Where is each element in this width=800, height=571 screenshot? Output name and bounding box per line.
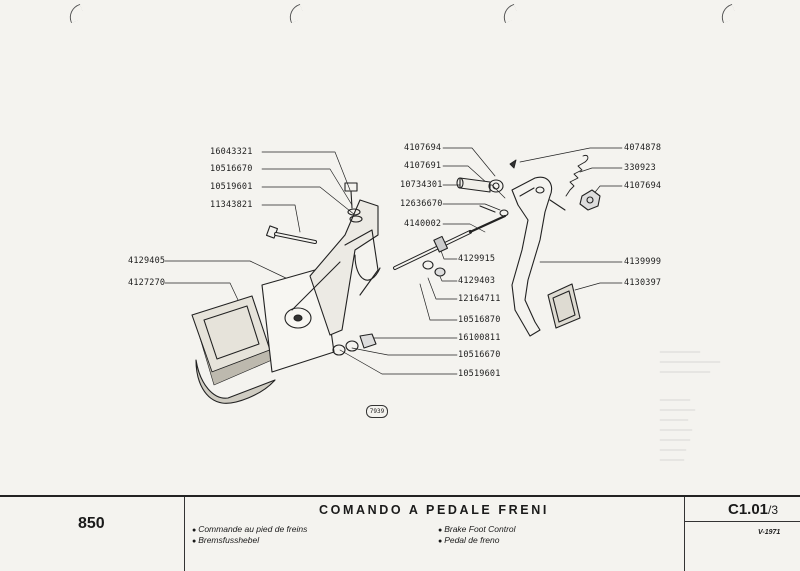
part-label: 4129915 [458, 254, 496, 264]
nut-right [579, 189, 601, 211]
bracket-assembly [261, 199, 381, 373]
title-cell: COMANDO A PEDALE FRENI Commande au pied … [184, 497, 685, 571]
part-label: 4140002 [404, 219, 442, 229]
pivot-bolt [265, 225, 317, 244]
section-title: COMANDO A PEDALE FRENI [319, 503, 549, 517]
part-label: 10516670 [210, 164, 253, 174]
bolt-top [344, 182, 363, 223]
part-label: 16100811 [458, 333, 501, 343]
reference-divider [684, 521, 800, 522]
part-label: 4127270 [128, 278, 166, 288]
subtitle-fr: Commande au pied de freins [192, 524, 307, 534]
model-number: 850 [78, 515, 105, 532]
part-label: 10519601 [458, 369, 501, 379]
part-label: 16043321 [210, 147, 253, 157]
pedal-rubber-pad-left [191, 295, 276, 404]
part-label: 4129403 [458, 276, 496, 286]
part-label: 4107691 [404, 161, 442, 171]
part-label: 4107694 [624, 181, 662, 191]
leader-lines [164, 147, 623, 375]
return-spring [509, 155, 589, 197]
pedal-pad-right [547, 283, 581, 329]
reference-sheet: 3 [771, 503, 779, 517]
part-label: 4129405 [128, 256, 166, 266]
part-label: 10734301 [400, 180, 443, 190]
part-label: 10516870 [458, 315, 501, 325]
nut-washer-stack [332, 333, 377, 356]
exploded-view-drawing [164, 147, 721, 461]
part-label: 4139999 [624, 257, 662, 267]
figure-number-badge: 7939 [366, 405, 388, 418]
part-label: 4107694 [404, 143, 442, 153]
part-label: 12164711 [458, 294, 501, 304]
subtitle-en: Brake Foot Control [438, 524, 515, 534]
part-label: 330923 [624, 163, 656, 173]
part-label: 10519601 [210, 182, 253, 192]
edition-date: V-1971 [758, 529, 781, 536]
subtitle-de: Bremsfusshebel [192, 535, 259, 545]
faded-stamp [659, 351, 721, 461]
subtitle-es: Pedal de freno [438, 535, 499, 545]
reference-group: C1.01 [728, 501, 769, 518]
push-rod [393, 214, 507, 277]
reference-slash: / [768, 503, 772, 517]
model-cell: 850 [0, 497, 185, 571]
part-label: 11343821 [210, 200, 253, 210]
part-label: 4130397 [624, 278, 662, 288]
title-block: 850 COMANDO A PEDALE FRENI Commande au p… [0, 495, 800, 571]
part-label: 4074878 [624, 143, 662, 153]
reference-cell: C1.01/3 V-1971 [684, 497, 800, 571]
pivot-bushings [456, 177, 509, 217]
part-label: 10516670 [458, 350, 501, 360]
reference-code: C1.01/3 [728, 501, 778, 518]
part-label: 12636670 [400, 199, 443, 209]
brake-pedal-arm [511, 176, 566, 337]
